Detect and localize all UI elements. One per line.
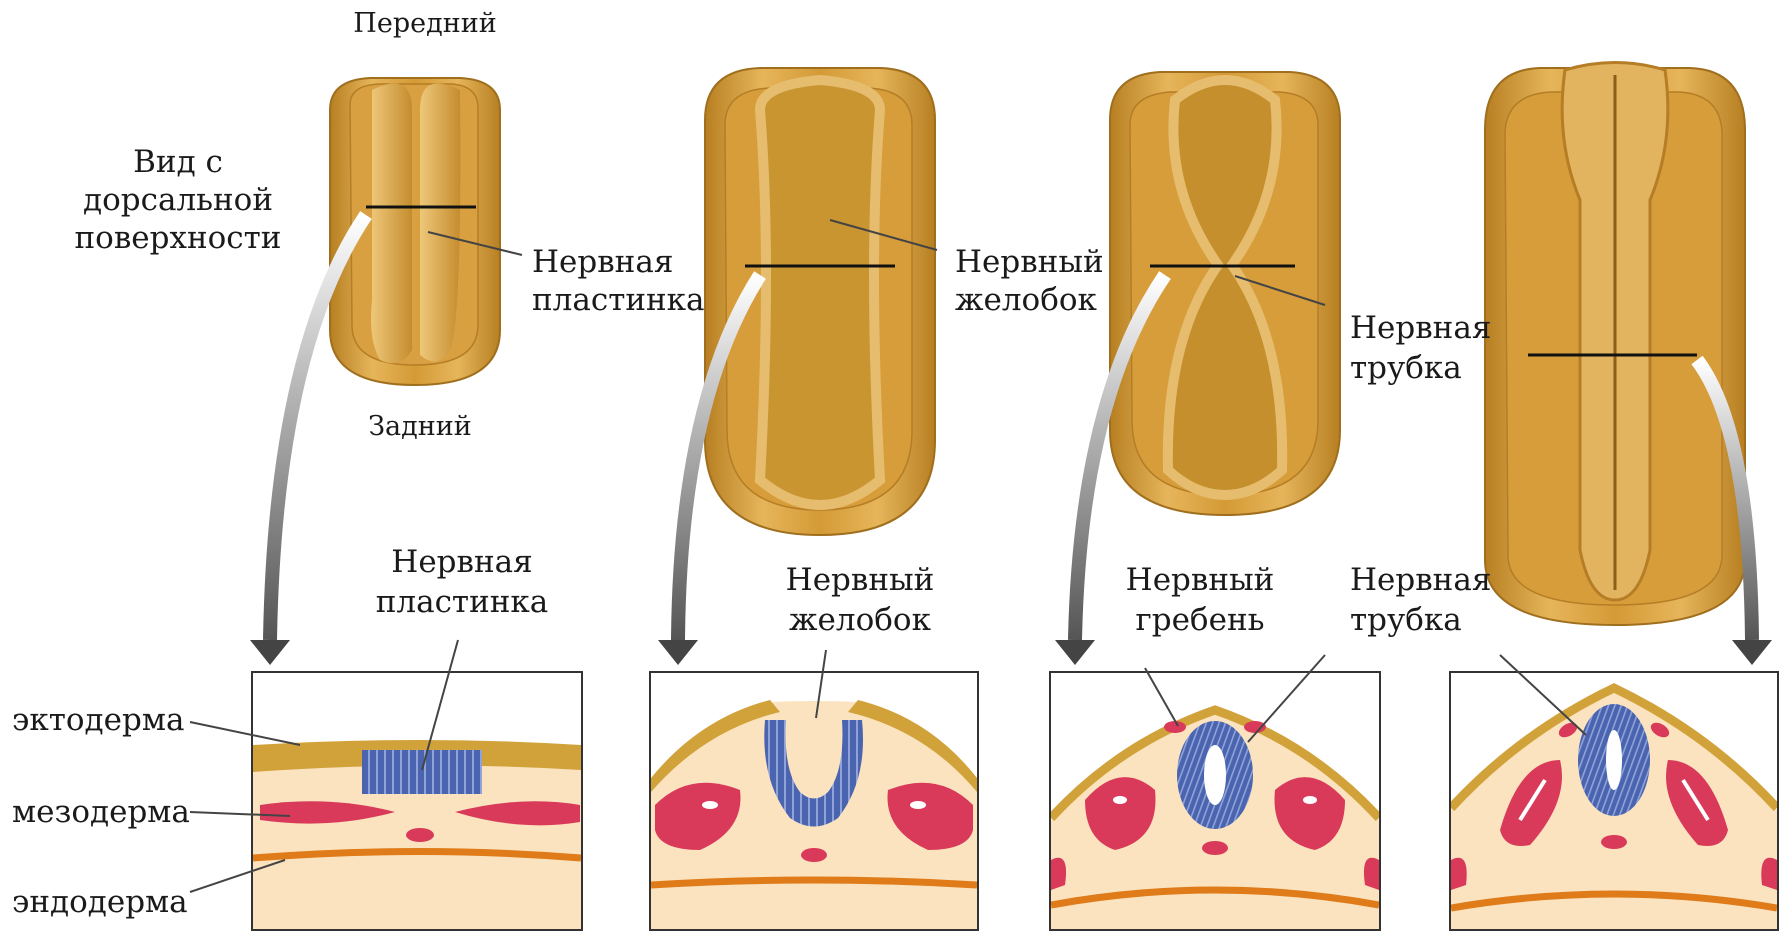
ectoderm-label: эктодерма	[12, 702, 184, 738]
neural-groove-bottom-line1: Нервный	[786, 562, 935, 598]
mesoderm-label: мезодерма	[12, 794, 190, 830]
neural-plate-bottom-line1: Нервная	[391, 544, 532, 580]
anterior-label: Передний	[353, 8, 496, 39]
dorsal-view-label-line2: дорсальной	[83, 182, 273, 218]
neural-tube-top-line1: Нервная	[1350, 310, 1491, 346]
neural-crest-line2: гребень	[1136, 602, 1265, 638]
posterior-label: Задний	[368, 411, 472, 442]
neural-plate-bottom-line2: пластинка	[376, 584, 549, 620]
neural-tube-top-line2: трубка	[1350, 350, 1462, 386]
cross-section-2	[650, 672, 978, 930]
endoderm-label: эндодерма	[12, 884, 188, 920]
dorsal-view-label-line3: поверхности	[75, 220, 282, 256]
cross-section-4	[1450, 672, 1778, 930]
neural-groove-top-line1: Нервный	[955, 244, 1104, 280]
cross-section-3	[1050, 672, 1380, 930]
neural-plate-top-line2: пластинка	[532, 282, 705, 318]
neural-crest-line1: Нервный	[1126, 562, 1275, 598]
neural-groove-top-line2: желобок	[955, 282, 1097, 318]
neural-plate-top-line1: Нервная	[532, 244, 673, 280]
neural-tube-bottom-line2: трубка	[1350, 602, 1462, 638]
neural-tube-bottom-line1: Нервная	[1350, 562, 1491, 598]
dorsal-view-label-line1: Вид с	[133, 144, 223, 180]
embryo-stage-4	[1485, 63, 1745, 626]
cross-section-1	[252, 672, 582, 930]
embryo-stage-3	[1110, 72, 1340, 515]
neural-groove-bottom-line2: желобок	[789, 602, 931, 638]
